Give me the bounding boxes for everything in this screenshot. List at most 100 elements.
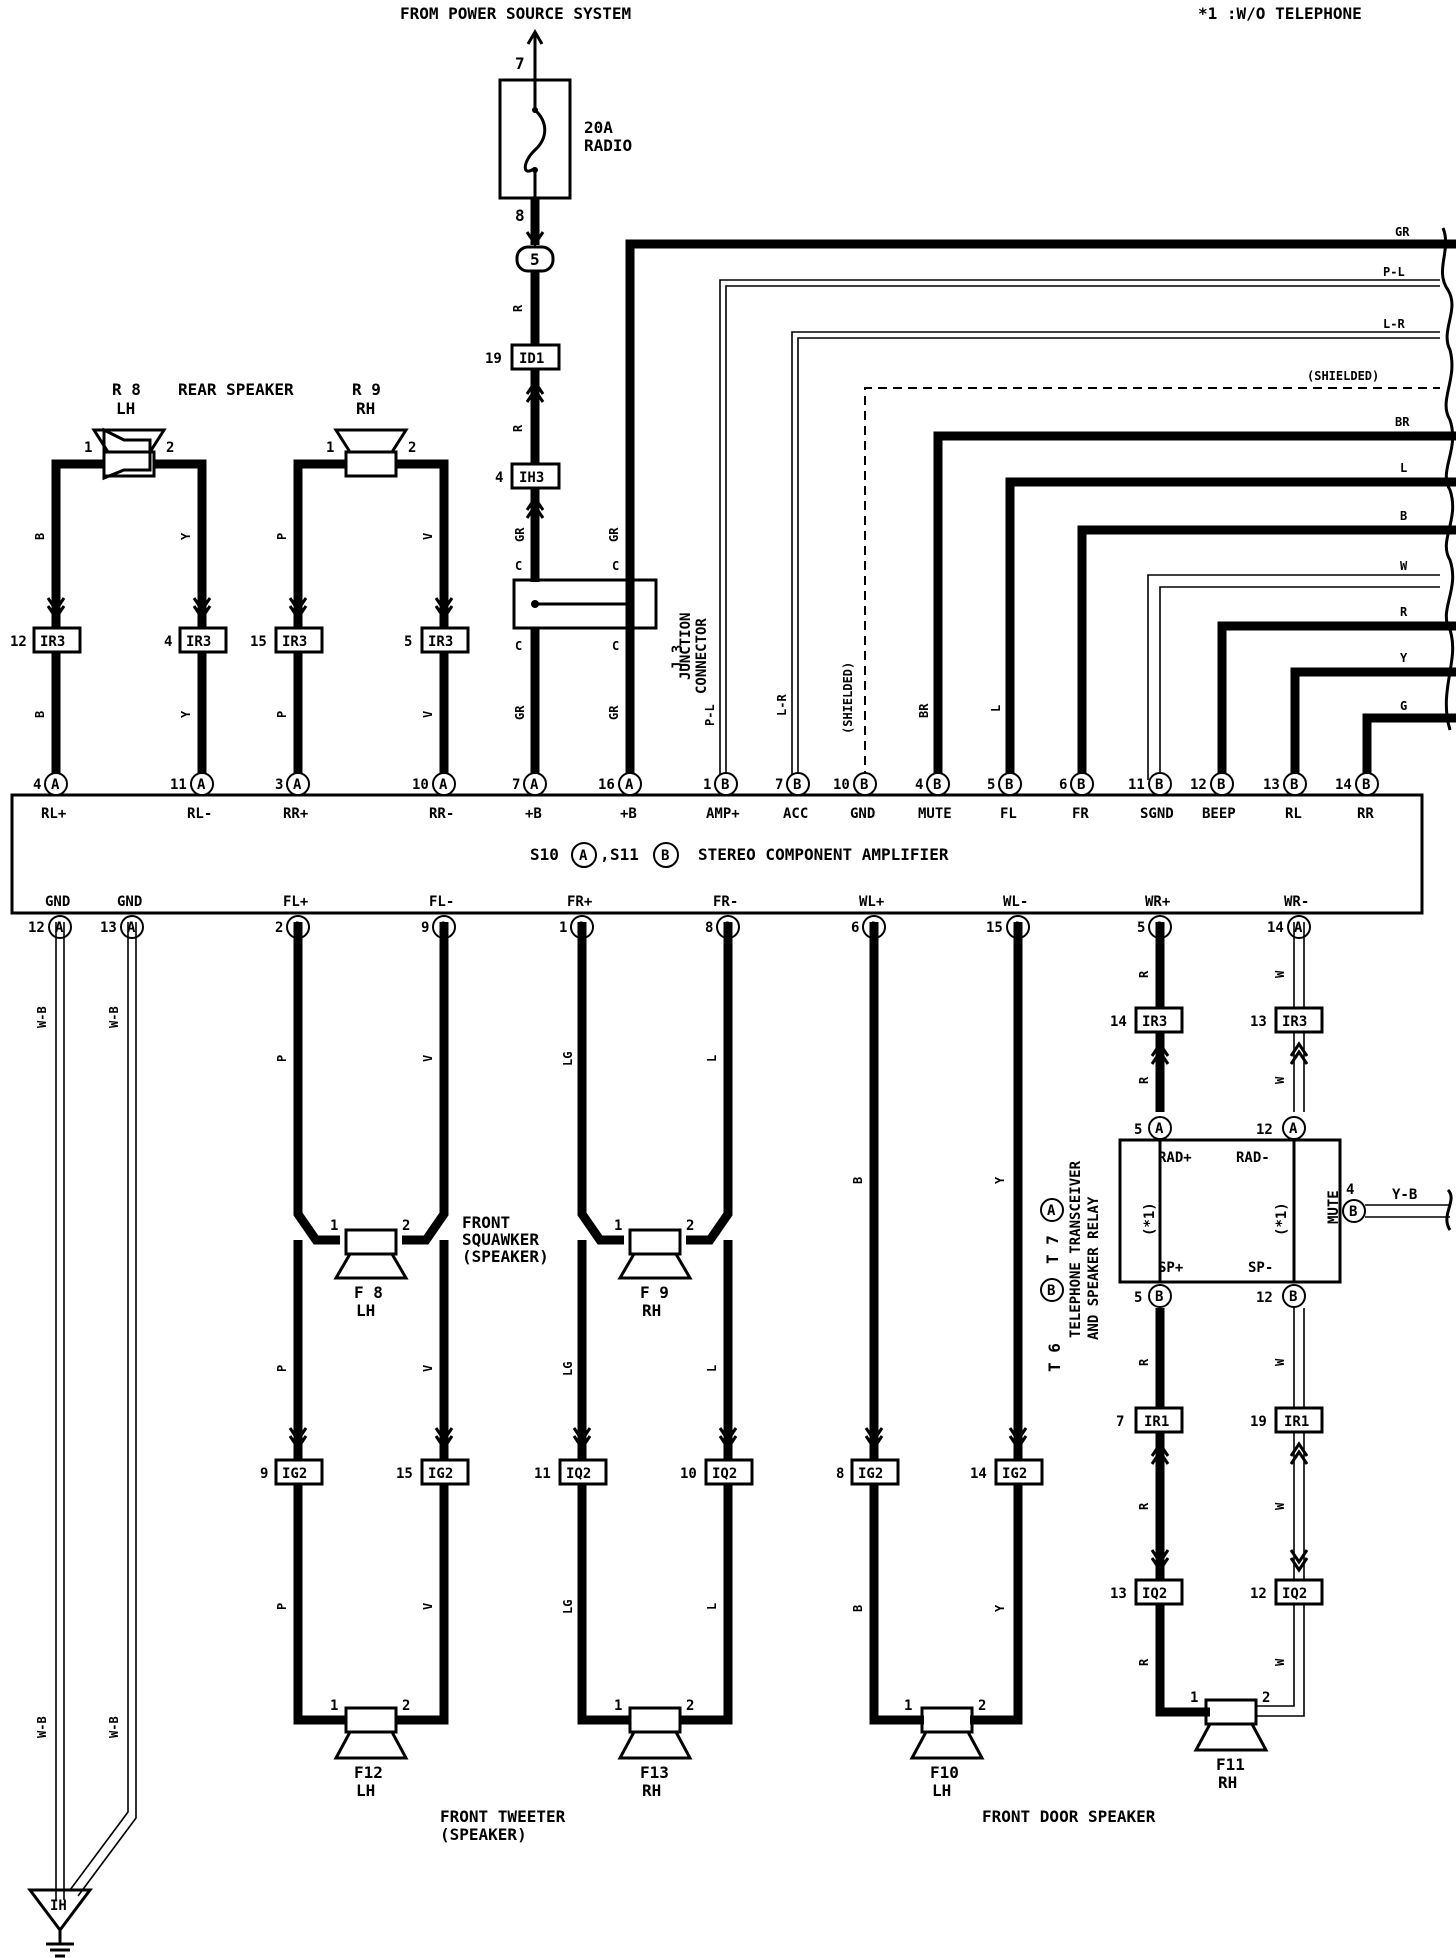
door-rh-id: F11	[1216, 1755, 1245, 1774]
amp-bottom-pin-number: 15	[986, 920, 1003, 936]
wire-color-fl-minus-1: V	[421, 1055, 435, 1062]
amp-top-pin-name: RL+	[41, 806, 66, 822]
amp-top-pin-name: ACC	[783, 806, 808, 822]
svg-text:A: A	[1155, 1121, 1164, 1137]
rear-speaker-rh-id: R 9	[352, 380, 381, 399]
wire-color-fl-plus-3: P	[275, 1603, 289, 1610]
connector-ir3-rl-minus	[178, 626, 228, 654]
wire-color-rr-plus-2: P	[275, 711, 289, 718]
wire-color-fl-plus-2: P	[275, 1365, 289, 1372]
amp-bottom-pin-name: FL+	[283, 894, 308, 910]
wire-color-plus-b-3: GR	[513, 705, 527, 720]
telephone-id: T 6	[1045, 1343, 1064, 1372]
stereo-component-amplifier	[10, 793, 1424, 915]
wire-color-gnd-shield: (SHIELDED)	[841, 662, 855, 734]
connector-ir1-sp-minus-pin: 19	[1250, 1414, 1267, 1430]
connector-ig2-wl-minus-name: IG2	[1002, 1466, 1027, 1482]
amp-bottom-pin-number: 9	[421, 920, 429, 936]
ground-connector-ih-name: IH	[50, 1898, 67, 1914]
connector-iq2-fr-minus	[704, 1458, 754, 1486]
rear-speaker-lh-side: LH	[116, 399, 135, 418]
wire-color-fl-plus-1: P	[275, 1055, 289, 1062]
door-lh-pin-1: 1	[904, 1698, 912, 1714]
amp-top-pin-conn: A	[293, 777, 302, 793]
connector-iq2-sp-minus-name: IQ2	[1282, 1586, 1307, 1602]
connector-ir1-sp-plus-name: IR1	[1144, 1414, 1169, 1430]
svg-text:A: A	[579, 848, 588, 864]
tel-rad-minus-name: RAD-	[1236, 1150, 1270, 1166]
amp-top-pin-4: A7+B	[512, 772, 547, 822]
connector-ir1-sp-plus	[1134, 1406, 1184, 1434]
amp-top-pin-name: RR	[1357, 806, 1374, 822]
amp-top-pin-conn: B	[793, 777, 801, 793]
connector-ir3-rr-minus	[420, 626, 470, 654]
amp-top-pin-number: 16	[598, 777, 615, 793]
right-wire-l: L	[1400, 461, 1407, 475]
wire-color-fuse-line-2: R	[511, 424, 525, 432]
wire-color-fl: L	[989, 705, 1003, 712]
junction-pin-4: C	[612, 639, 619, 653]
wire-color-fr-minus-2: L	[705, 1365, 719, 1372]
amp-top-pin-name: RR-	[429, 806, 454, 822]
amp-bottom-pin-name: GND	[45, 894, 70, 910]
wire-color-rl-plus-2: B	[33, 711, 47, 718]
rear-speaker-label: REAR SPEAKER	[178, 380, 294, 399]
amp-top-pin-number: 11	[1128, 777, 1145, 793]
connector-ir3-rr-minus-pin: 5	[404, 634, 412, 650]
amp-top-pin-number: 12	[1190, 777, 1207, 793]
connector-iq2-fr-plus	[558, 1458, 608, 1486]
wire-color-fr-plus-2: LG	[561, 1362, 575, 1376]
front-door-speaker-lh	[909, 1706, 985, 1760]
connector-id1-name: ID1	[519, 351, 544, 367]
door-lh-pin-2: 2	[978, 1698, 986, 1714]
junction-pin-1: C	[515, 559, 522, 573]
connector-ir3-rl-plus-name: IR3	[40, 634, 65, 650]
amp-bottom-pin-number: 14	[1267, 920, 1284, 936]
front-door-lh-arrows	[864, 1427, 1028, 1451]
wire-color-sp-plus-3: R	[1137, 1658, 1151, 1666]
tel-sp-minus-name: SP-	[1248, 1260, 1273, 1276]
rear-arrows	[46, 597, 454, 621]
wire-color-fr-minus-1: L	[705, 1055, 719, 1062]
connector-iq2-sp-minus-pin: 12	[1250, 1586, 1267, 1602]
wire-color-rl-plus: B	[33, 533, 47, 540]
amp-top-pin-conn: A	[439, 777, 448, 793]
squawker-rh-side: RH	[642, 1301, 661, 1320]
fuse-pin-in: 7	[515, 54, 525, 73]
amp-top-pin-number: 6	[1059, 777, 1067, 793]
amp-top-pin-name: +B	[620, 806, 637, 822]
amp-top-pin-name: RL	[1285, 806, 1302, 822]
right-wire-gr: GR	[1395, 225, 1410, 239]
amp-bottom-pin-name: GND	[117, 894, 142, 910]
front-squawker-label-2: SQUAWKER	[462, 1230, 539, 1249]
connector-ir3-rr-plus-name: IR3	[282, 634, 307, 650]
wire-color-gnd-4: W-B	[107, 1716, 121, 1738]
telephone-id-2: T 7	[1043, 1235, 1062, 1264]
telephone-pins: A A B B B	[1148, 1116, 1366, 1308]
amp-top-pin-number: 10	[412, 777, 429, 793]
door-rh-pin-2: 2	[1262, 1690, 1270, 1706]
amp-bottom-pin-name: FL-	[429, 894, 454, 910]
front-tweeter-label-1: FRONT TWEETER	[440, 1807, 566, 1826]
amp-top-pin-conn: A	[530, 777, 539, 793]
tel-sp-plus-name: SP+	[1158, 1260, 1183, 1276]
connector-ig2-fl-plus	[274, 1458, 324, 1486]
connector-ir1-sp-minus	[1274, 1406, 1324, 1434]
door-lh-side: LH	[932, 1781, 951, 1800]
telephone-conn-b: B	[1047, 1283, 1055, 1299]
front-squawker-rh	[617, 1228, 693, 1280]
amp-top-pin-conn: B	[1217, 777, 1225, 793]
front-squawker-arrows	[288, 1427, 738, 1451]
tel-rad-plus-name: RAD+	[1158, 1150, 1192, 1166]
amplifier-title-rest: STEREO COMPONENT AMPLIFIER	[698, 845, 949, 864]
amp-top-pin-number: 1	[703, 777, 711, 793]
connector-ig2-fl-plus-pin: 9	[260, 1466, 268, 1482]
amp-top-pin-number: 7	[775, 777, 783, 793]
amplifier-title-b-id: S11	[610, 845, 639, 864]
wire-color-fr-plus-3: LG	[561, 1600, 575, 1614]
fuse-connector: 5	[530, 250, 540, 269]
